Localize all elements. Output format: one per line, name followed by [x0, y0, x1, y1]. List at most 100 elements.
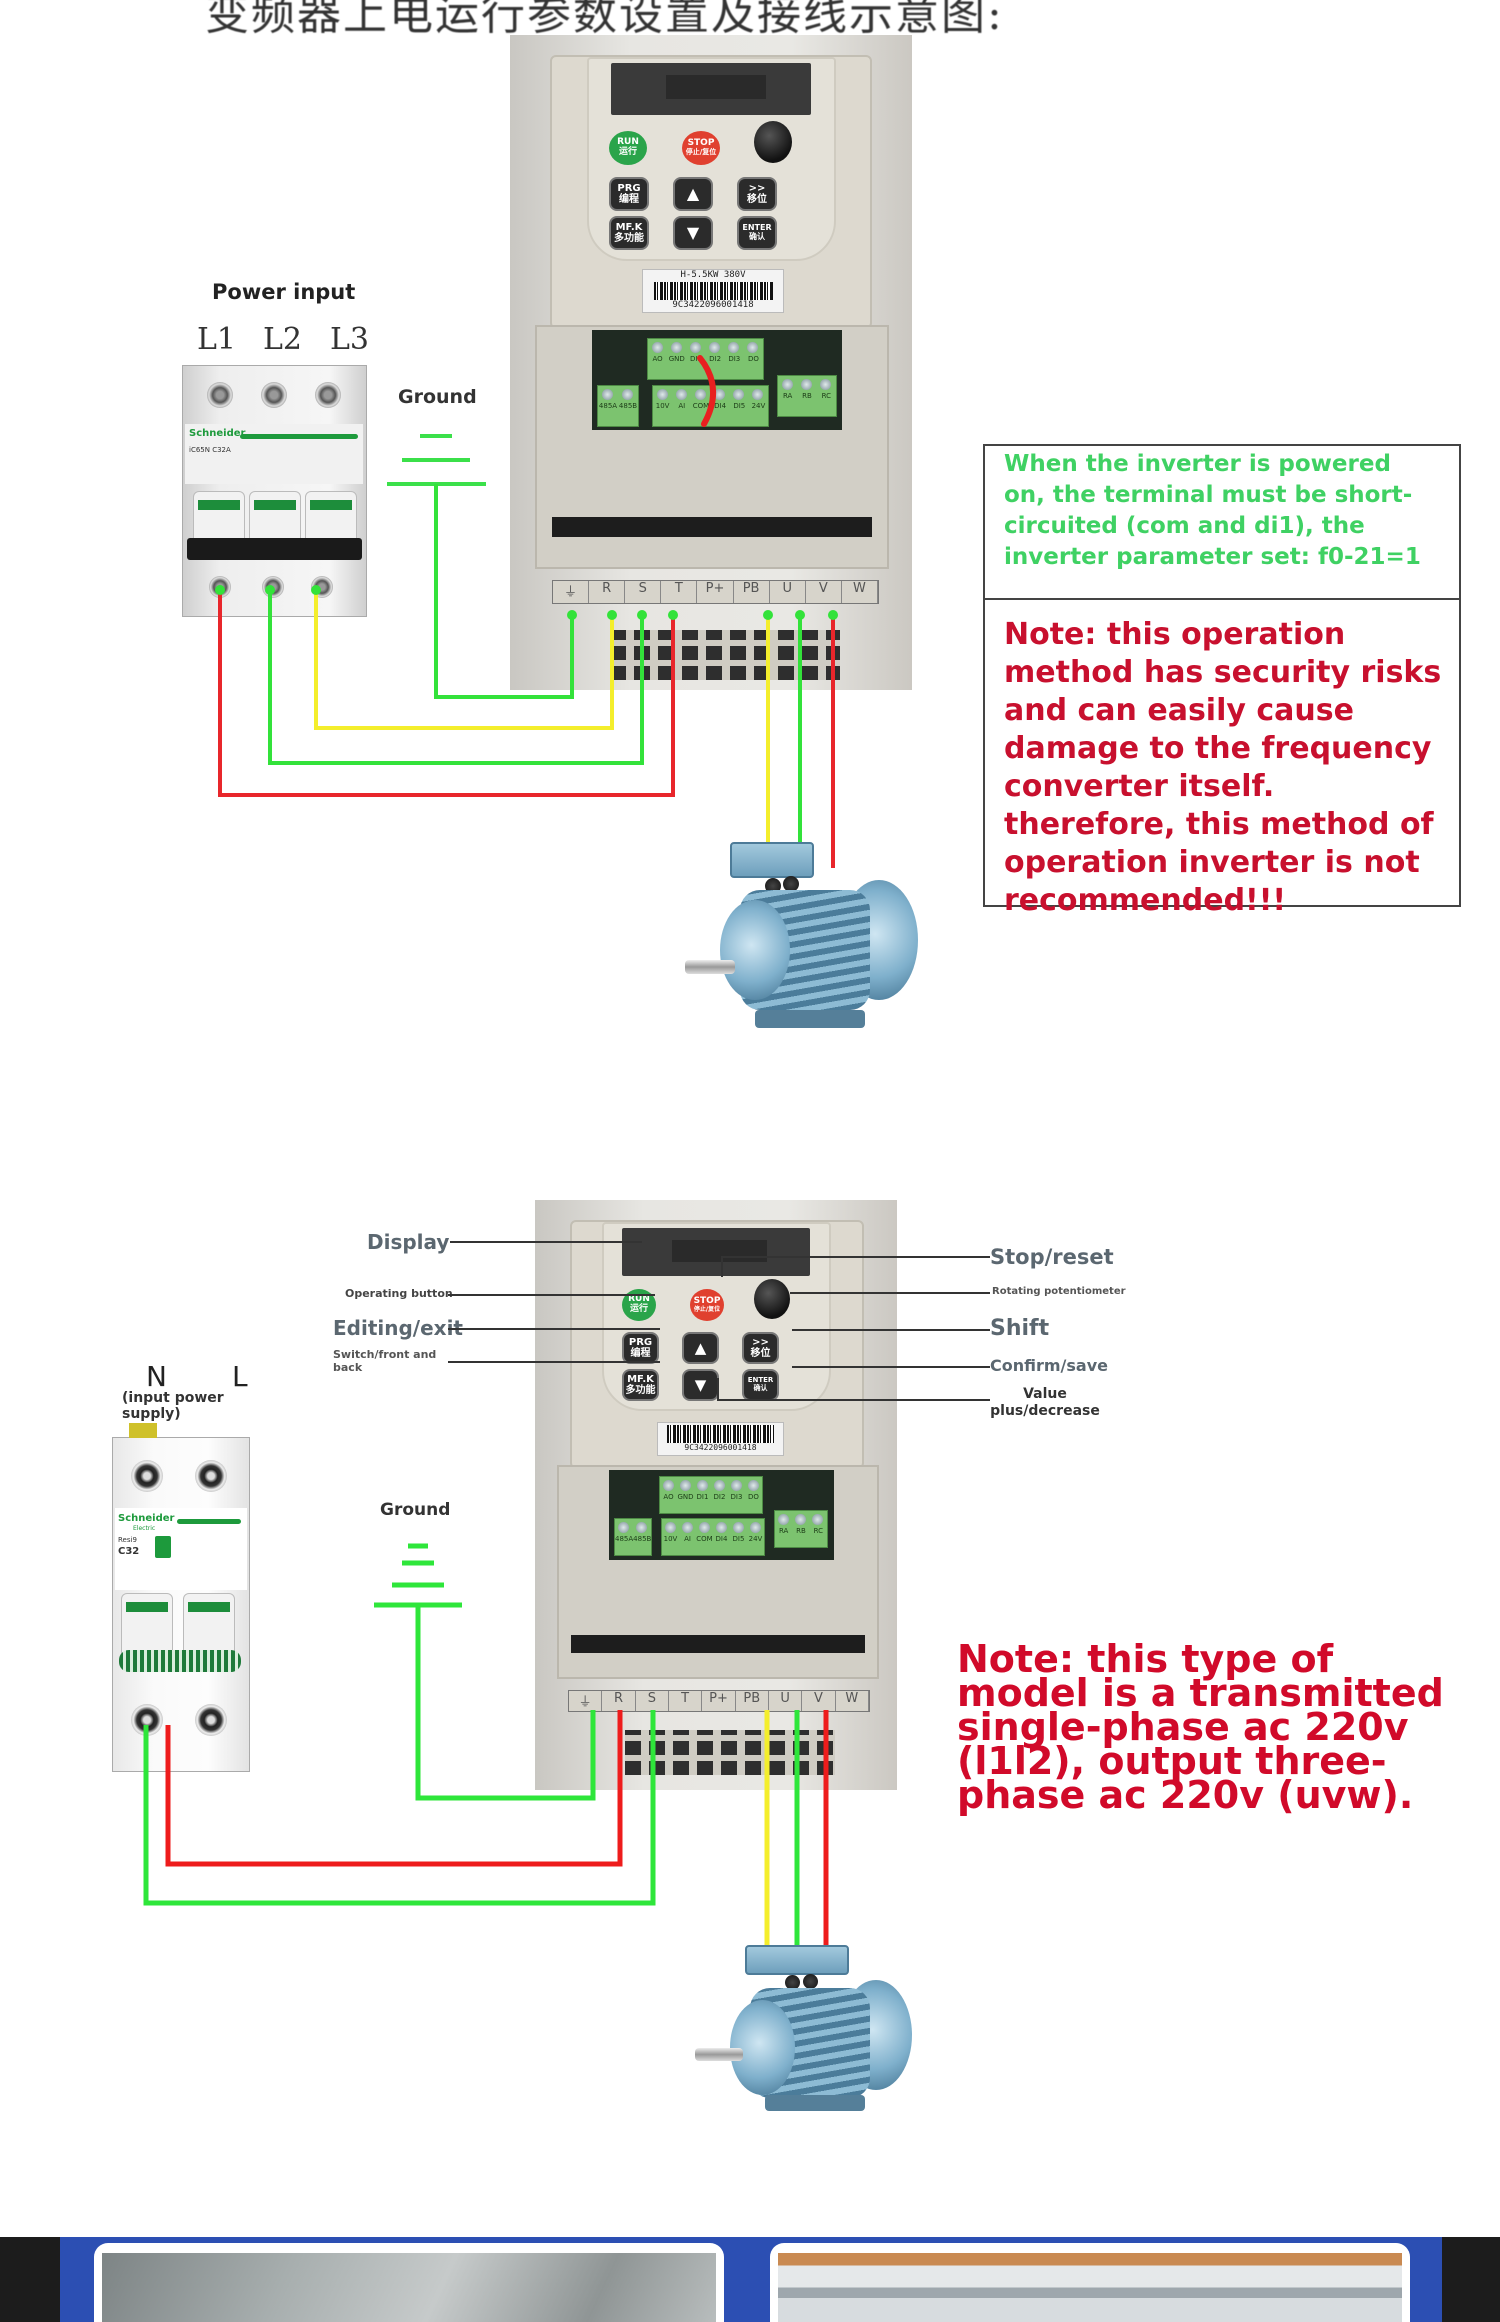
- terminal-t-2: T: [669, 1691, 703, 1711]
- display-lcd: [611, 63, 811, 115]
- rating-label: H-5.5KW 380V: [680, 270, 746, 280]
- terminal-pb-2: PB: [736, 1691, 769, 1711]
- breaker-model: iC65N C32A: [189, 446, 231, 454]
- serial-number-2: 9C3422096001418: [684, 1443, 757, 1452]
- factory-ceiling-photo: [778, 2253, 1402, 2322]
- label-operating-button: Operating button: [345, 1287, 453, 1300]
- motor-shaft: [685, 960, 735, 974]
- enter-key-cn-2: 确认: [753, 1384, 768, 1392]
- label-n: N: [146, 1360, 167, 1393]
- label-confirm-save: Confirm/save: [990, 1356, 1108, 1375]
- terminal-cavity: AO GND DI1 DI2 DI3 DO 485A 485B 10V AI C…: [535, 325, 889, 569]
- breaker2-face: Schneider Electric Resi9 C32: [115, 1508, 247, 1590]
- breaker2-lever-1[interactable]: [121, 1593, 173, 1660]
- breaker-screw-top-l3: [315, 382, 341, 408]
- breaker-lever-2[interactable]: [249, 491, 301, 543]
- terminal-w-2: W: [836, 1691, 869, 1711]
- rating-sticker-2: 9C3422096001418: [657, 1422, 784, 1456]
- com-di1-jumper: [697, 355, 717, 427]
- terminal-di1: DI1: [686, 339, 705, 379]
- breaker2-handle[interactable]: [119, 1650, 241, 1672]
- terminal-rc-2: RC: [810, 1511, 827, 1547]
- power-terminal-strip-2: ⏚ R S T P+ PB U V W: [568, 1690, 870, 1712]
- vent-grille-2: [625, 1730, 835, 1775]
- enter-key-cn: 确认: [749, 232, 765, 241]
- up-button[interactable]: ▲: [673, 177, 713, 211]
- control-pcb-2: AO GND DI1 DI2 DI3 DO 485A 485B 10V AI C…: [609, 1470, 834, 1560]
- potentiometer-knob-2[interactable]: [754, 1279, 790, 1319]
- label-editing-exit: Editing/exit: [333, 1316, 463, 1340]
- down-arrow-icon-2: ▼: [694, 1375, 707, 1394]
- banner-frame: [60, 2237, 1442, 2322]
- label-shift: Shift: [990, 1316, 1050, 1341]
- inverter-top-housing: RUN 运行 STOP 停止/复位 PRG 编程 ▲ >> 移位: [550, 55, 872, 329]
- terminal-dots-1: [215, 585, 838, 620]
- breaker2-brand-sub: Electric: [133, 1525, 156, 1532]
- terminal-24v-2: 24V: [747, 1519, 764, 1555]
- motor2-shaft: [695, 2048, 743, 2061]
- down-button[interactable]: ▼: [673, 216, 713, 250]
- terminal-block-top: AO GND DI1 DI2 DI3 DO: [647, 338, 764, 380]
- terminal-block-relay-2: RA RB RC: [774, 1510, 828, 1548]
- prg-button[interactable]: PRG 编程: [609, 177, 649, 211]
- enter-button-2[interactable]: ENTER 确认: [742, 1369, 779, 1401]
- power-on-instruction: When the inverter is powered on, the ter…: [1004, 451, 1421, 570]
- terminal-485b: 485B: [618, 386, 638, 426]
- terminal-ao: AO: [648, 339, 667, 379]
- breaker-handle-bar[interactable]: [187, 538, 362, 560]
- breaker2-lever-2[interactable]: [183, 1593, 235, 1660]
- breaker-lever-3[interactable]: [305, 491, 357, 543]
- label-l: L: [232, 1360, 248, 1393]
- mfk-key-label: MF.K: [615, 222, 643, 233]
- terminal-rc: RC: [817, 376, 836, 416]
- terminal-di4-2: DI4: [713, 1519, 730, 1555]
- ground-symbol-2: [374, 1543, 462, 1608]
- terminal-u-2: U: [769, 1691, 803, 1711]
- up-arrow-icon-2: ▲: [694, 1338, 707, 1357]
- mfk-button-2[interactable]: MF.K 多功能: [622, 1369, 659, 1401]
- breaker-screw-top-l1: [207, 382, 233, 408]
- ground-symbol-1: [387, 434, 486, 486]
- motor-front-flange: [720, 900, 790, 1000]
- terminal-block-relay: RA RB RC: [777, 375, 837, 417]
- breaker-screw-top-l2: [261, 382, 287, 408]
- motor2-front-flange: [730, 2000, 795, 2095]
- terminal-di2: DI2: [706, 339, 725, 379]
- potentiometer-knob[interactable]: [754, 121, 792, 163]
- motor2-terminal-box: [745, 1945, 849, 1975]
- enter-key-label-2: ENTER: [747, 1376, 774, 1385]
- mfk-button[interactable]: MF.K 多功能: [609, 216, 649, 250]
- note-box-1: When the inverter is powered on, the ter…: [983, 444, 1461, 918]
- enter-button[interactable]: ENTER 确认: [737, 216, 777, 250]
- terminal-ra: RA: [778, 376, 797, 416]
- terminal-ai: AI: [672, 386, 691, 426]
- breaker2-brand: Schneider: [118, 1513, 175, 1524]
- breaker-brand: Schneider: [189, 428, 246, 439]
- cable-gland-2: [785, 1975, 800, 1990]
- wiring-diagram-1: [215, 434, 838, 868]
- shift-button[interactable]: >> 移位: [737, 177, 777, 211]
- ground-label: Ground: [398, 386, 477, 408]
- prg-key-label: PRG: [617, 183, 641, 194]
- terminal-ra-2: RA: [775, 1511, 792, 1547]
- run-key-cn: 运行: [618, 147, 637, 157]
- terminal-pe: ⏚: [553, 581, 590, 603]
- motor-2: [690, 1920, 925, 2120]
- run-button[interactable]: RUN 运行: [609, 131, 647, 165]
- wire-ground: [434, 484, 574, 699]
- phase-label-l2: L2: [263, 322, 303, 357]
- power-terminal-strip: ⏚ R S T P+ PB U V W: [552, 580, 879, 604]
- stop-button-2[interactable]: STOP 停止/复位: [690, 1289, 724, 1321]
- up-button-2[interactable]: ▲: [682, 1332, 719, 1364]
- inverter-photo-1: RUN 运行 STOP 停止/复位 PRG 编程 ▲ >> 移位: [510, 35, 912, 690]
- cable-slots-2: [571, 1635, 865, 1653]
- vent-mask-2: [625, 1730, 835, 1775]
- terminal-block-485: 485A 485B: [597, 385, 639, 427]
- stop-button[interactable]: STOP 停止/复位: [682, 131, 720, 165]
- terminal-s: S: [625, 581, 662, 603]
- terminal-v-2: V: [802, 1691, 836, 1711]
- terminal-do: DO: [744, 339, 763, 379]
- page-title-cut: 变频器上电运行参数设置及接线示意图:: [205, 0, 1004, 40]
- shift-button-2[interactable]: >> 移位: [742, 1332, 779, 1364]
- up-arrow-icon: ▲: [686, 184, 700, 204]
